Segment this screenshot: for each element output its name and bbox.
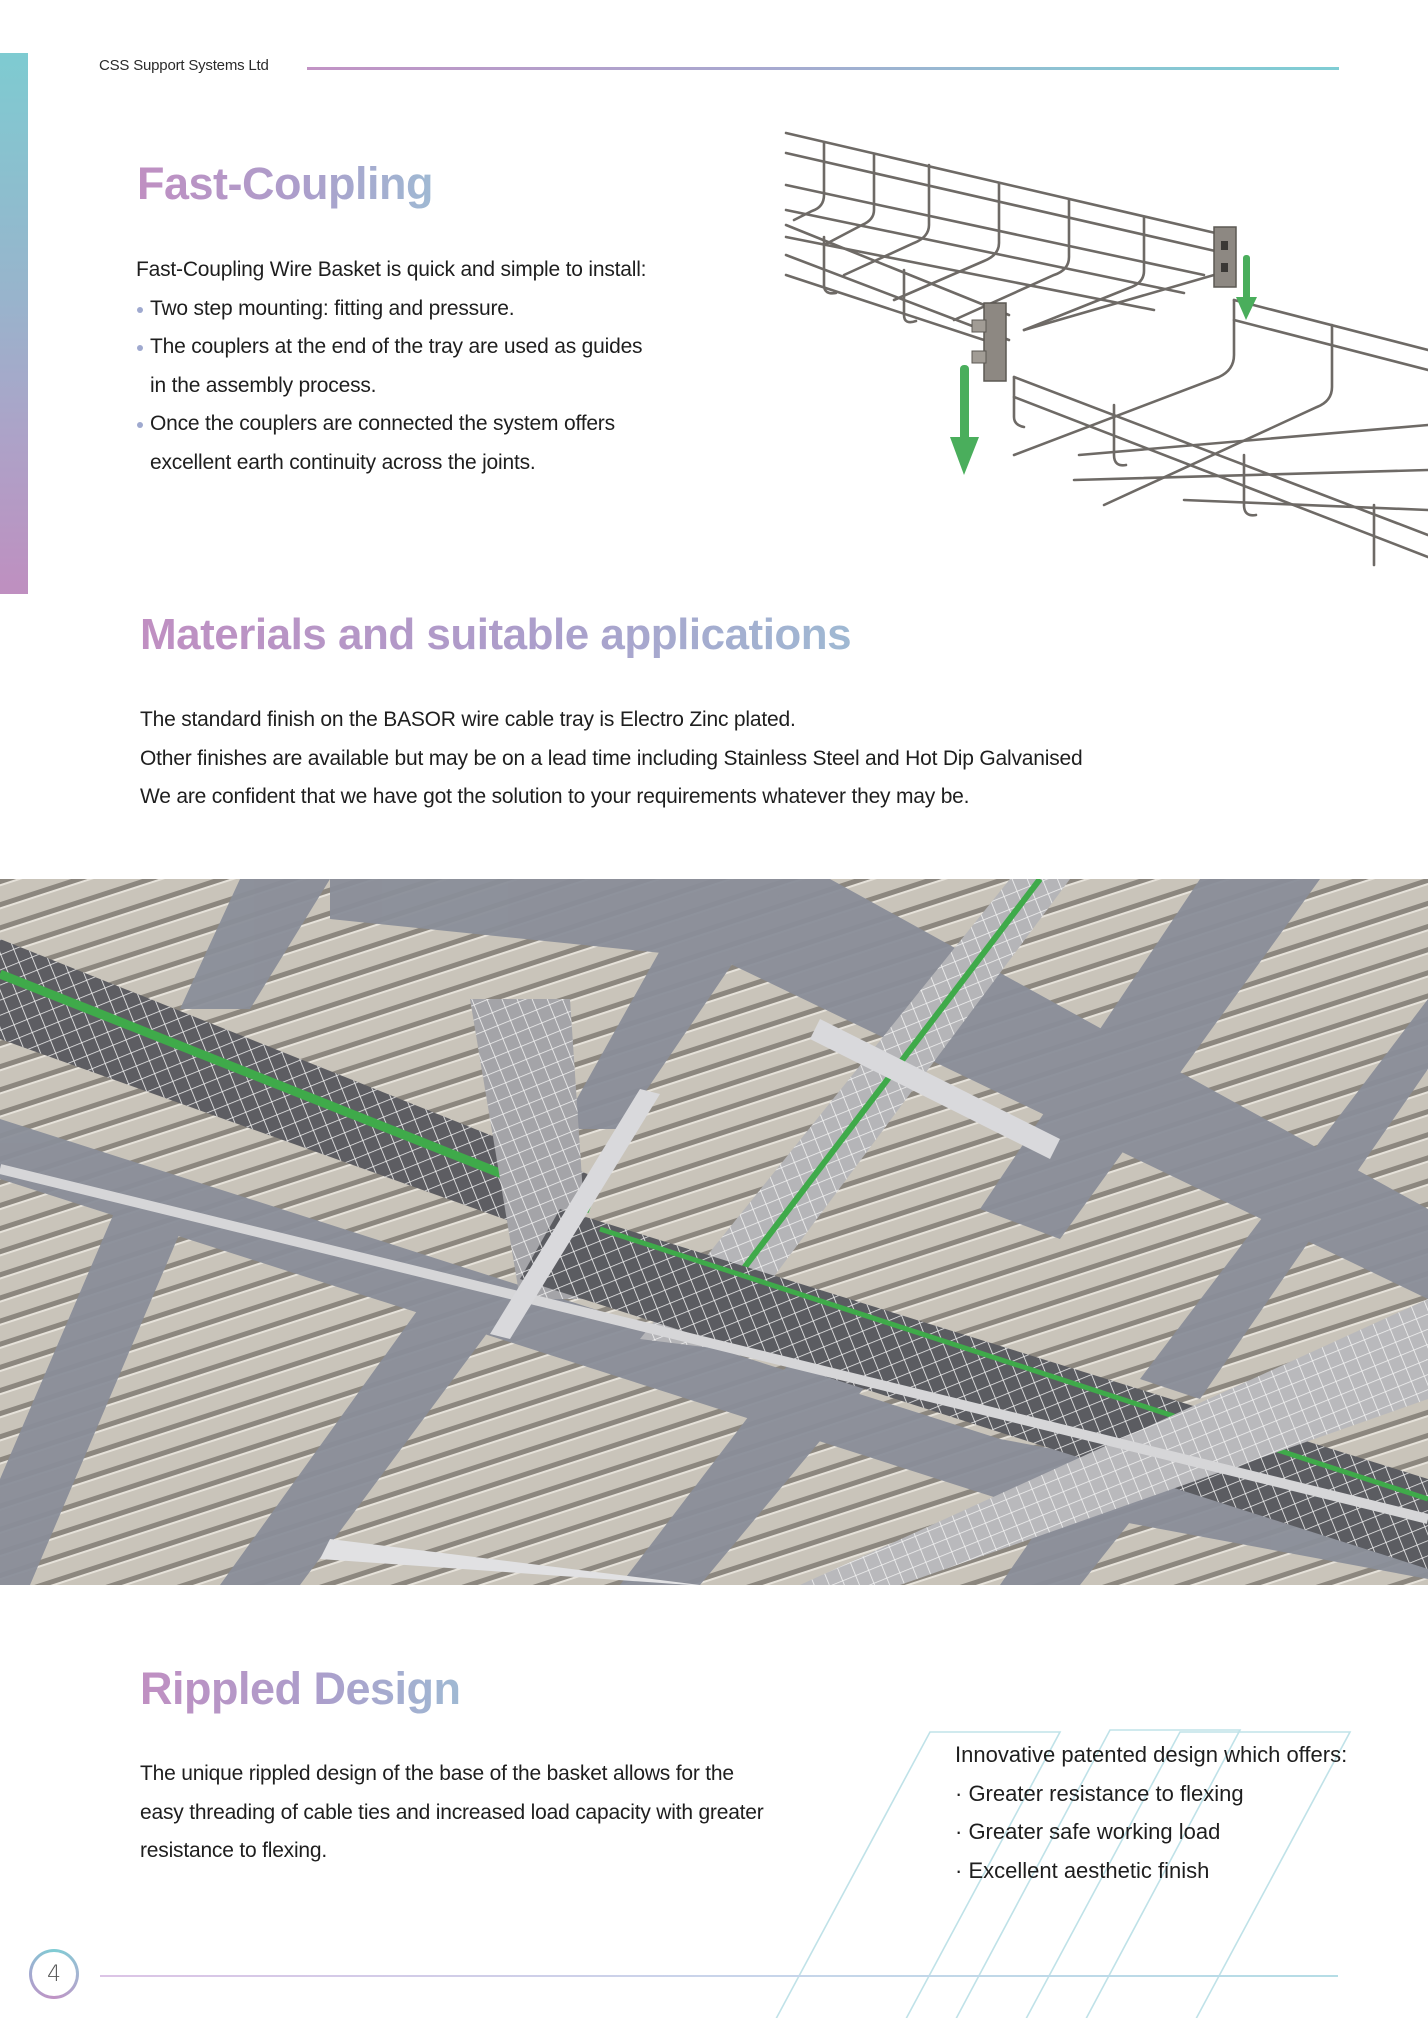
list-item-continuation: excellent earth continuity across the jo… <box>150 450 536 474</box>
materials-line: Other finishes are available but may be … <box>140 746 1083 770</box>
list-item: Once the couplers are connected the syst… <box>136 405 756 444</box>
list-item-continuation: in the assembly process. <box>150 373 377 397</box>
rippled-description: The unique rippled design of the base of… <box>140 1755 910 1871</box>
list-item: · Greater resistance to flexing <box>955 1780 1244 1806</box>
bullet-dot-icon <box>137 345 143 351</box>
materials-line: The standard finish on the BASOR wire ca… <box>140 708 796 731</box>
list-item: The couplers at the end of the tray are … <box>136 328 756 367</box>
bullet-dot-icon <box>137 306 143 313</box>
materials-line: We are confident that we have got the so… <box>140 785 970 808</box>
cable-tray-installation-photo <box>0 879 1428 1585</box>
section-title-rippled-design: Rippled Design <box>140 1663 461 1714</box>
bullet-dot-icon <box>137 422 143 428</box>
page-number-badge: 4 <box>29 1949 79 1999</box>
list-item: Two step mounting: fitting and pressure. <box>136 290 756 329</box>
wire-basket-coupling-image <box>784 131 1428 567</box>
page-number: 4 <box>32 1952 76 1996</box>
list-item: · Greater safe working load <box>955 1819 1221 1844</box>
rippled-line: The unique rippled design of the base of… <box>140 1762 734 1785</box>
fast-coupling-description: Fast-Coupling Wire Basket is quick and s… <box>136 251 756 482</box>
rippled-line: easy threading of cable ties and increas… <box>140 1800 764 1824</box>
footer-divider <box>100 1975 1338 1977</box>
rippled-benefits-list: Innovative patented design which offers:… <box>955 1736 1415 1890</box>
header-company-name: CSS Support Systems Ltd <box>99 57 269 74</box>
side-accent-bar <box>0 53 28 594</box>
fast-coupling-intro: Fast-Coupling Wire Basket is quick and s… <box>136 258 647 281</box>
rippled-line: resistance to flexing. <box>140 1839 328 1862</box>
materials-description: The standard finish on the BASOR wire ca… <box>140 701 1340 817</box>
header-divider <box>307 67 1339 70</box>
list-item: · Excellent aesthetic finish <box>955 1857 1210 1883</box>
section-title-fast-coupling: Fast-Coupling <box>137 158 433 209</box>
section-title-materials: Materials and suitable applications <box>140 610 852 659</box>
rippled-list-title: Innovative patented design which offers: <box>955 1742 1348 1767</box>
